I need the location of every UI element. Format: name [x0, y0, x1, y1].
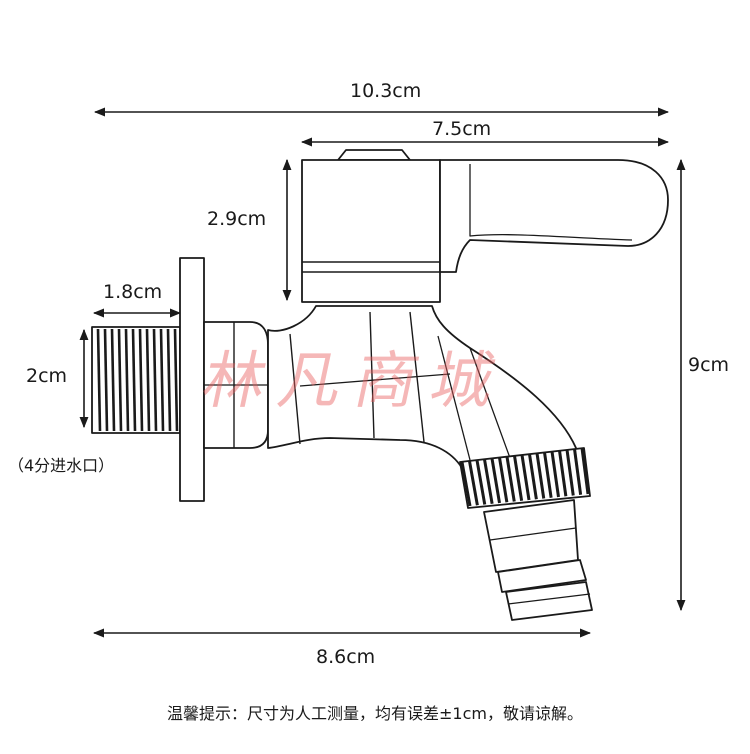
overall-length-label: 10.3cm: [350, 80, 422, 102]
footer-note: 温馨提示：尺寸为人工测量，均有误差±1cm，敬请谅解。: [167, 704, 583, 723]
watermark-text: 林凡商城: [196, 344, 516, 417]
thread-line: [138, 328, 144, 432]
hose-adapter-ring: [497, 559, 587, 593]
nut-rib: [520, 454, 531, 501]
nut-rib: [460, 461, 472, 507]
body-length-label: 7.5cm: [432, 118, 492, 140]
thread-line: [166, 328, 172, 432]
nut-rib: [475, 459, 487, 505]
total-height-label: 9cm: [688, 354, 730, 376]
faucet-body: [91, 149, 669, 621]
thread-line: [103, 328, 109, 432]
nut-rib: [483, 459, 494, 505]
nut-rib: [498, 457, 509, 503]
thread-line: [152, 328, 158, 432]
nut-rib: [528, 453, 538, 500]
nut-ribs: [460, 447, 590, 507]
nut-rib: [550, 451, 560, 498]
nut-rib: [573, 448, 583, 495]
nut-rib: [580, 447, 590, 495]
thread-line: [131, 328, 137, 432]
handle-height-label: 2.9cm: [207, 208, 267, 230]
thread-line: [173, 328, 179, 432]
main-body: [267, 305, 579, 469]
nut-rib: [513, 455, 524, 501]
nut-rib: [505, 456, 516, 502]
base-length-label: 8.6cm: [316, 646, 376, 668]
nut-rib: [468, 460, 479, 506]
inlet-note-label: （4分进水口）: [8, 456, 115, 475]
valve-block: [301, 159, 441, 303]
hose-adapter-tip: [505, 581, 593, 621]
thread-line: [96, 328, 102, 432]
thread-line: [124, 328, 130, 432]
thread-length-label: 1.8cm: [103, 281, 163, 303]
nut-rib: [565, 449, 575, 496]
nut-rib: [490, 458, 501, 504]
thread-height-label: 2cm: [26, 365, 68, 387]
thread-line: [159, 328, 165, 432]
inlet-threads: [96, 328, 179, 432]
lever-handle: [439, 159, 669, 273]
wall-flange: [179, 257, 205, 502]
nut-rib: [558, 450, 568, 497]
nut-rib: [543, 452, 553, 498]
thread-line: [110, 328, 116, 432]
thread-line: [145, 328, 151, 432]
valve-cap: [337, 149, 411, 161]
hose-adapter: [483, 499, 579, 573]
thread-line: [117, 328, 123, 432]
nut-rib: [535, 453, 546, 499]
